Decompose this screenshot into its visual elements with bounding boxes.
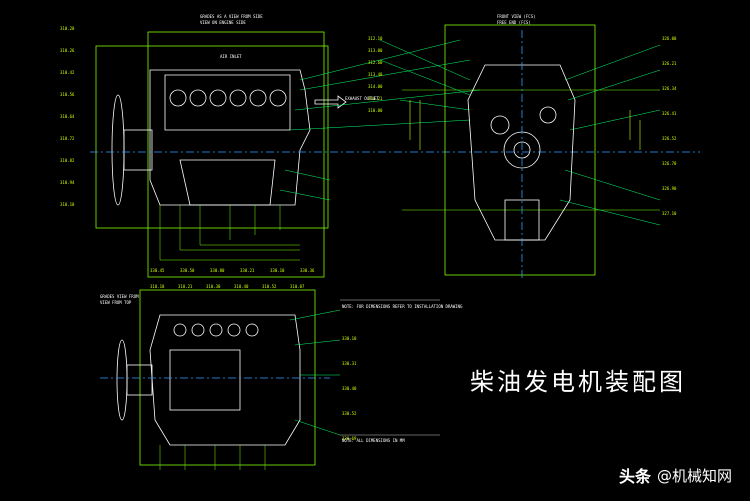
top-view-caption: GRADES VIEW FROM bbox=[100, 294, 139, 299]
top-valve-cover bbox=[169, 349, 241, 411]
top-leader-lines bbox=[289, 309, 341, 436]
top-view bbox=[100, 289, 341, 470]
note-block-2: NOTE: ALL DIMENSIONS IN MM bbox=[342, 438, 405, 443]
cad-labels: 310.20 310.26 310.42 310.56 310.64 310.72 310.… bbox=[60, 14, 677, 443]
dim-label-left: 310.42 bbox=[60, 70, 75, 75]
top-flywheel bbox=[116, 339, 128, 421]
dim-label-right: 326.70 bbox=[662, 161, 677, 166]
front-view-caption: FRONT VIEW (FCS) bbox=[497, 14, 536, 19]
dim-label-left: 310.26 bbox=[60, 48, 75, 53]
front-dimension-frame bbox=[444, 24, 596, 276]
watermark: 头条 @机械知网 bbox=[619, 463, 732, 487]
dim-label-topview: 310.40 bbox=[234, 284, 249, 289]
dim-label-right: 326.34 bbox=[662, 86, 677, 91]
exhaust-outlet-label: EXHAUST OUTLET bbox=[345, 96, 379, 101]
dim-label-mid: 310.00 bbox=[368, 108, 383, 113]
notes-area bbox=[340, 299, 440, 436]
dim-label-topview-right: 330.10 bbox=[342, 336, 357, 341]
dim-label-bottom: 330.36 bbox=[300, 268, 315, 273]
front-alternator bbox=[490, 115, 510, 135]
dim-label-right: 327.10 bbox=[662, 211, 677, 216]
dim-label-topview-right: 330.52 bbox=[342, 411, 357, 416]
dim-label-bottom: 330.10 bbox=[270, 268, 285, 273]
dim-label-topview-right: 330.31 bbox=[342, 361, 357, 366]
front-fan-hub bbox=[539, 106, 557, 124]
dim-label-right: 326.90 bbox=[662, 186, 677, 191]
front-view bbox=[379, 24, 661, 280]
drawing-title: 柴油发电机装配图 bbox=[470, 368, 686, 396]
dim-label-left: 310.20 bbox=[60, 26, 75, 31]
top-cylinders bbox=[173, 323, 259, 337]
watermark-handle: @机械知网 bbox=[656, 466, 732, 485]
top-view-subcaption: VIEW FROM TOP bbox=[100, 300, 132, 305]
note-block-1: NOTE: FOR DIMENSIONS REFER TO INSTALLATI… bbox=[342, 304, 463, 309]
dim-label-left: 310.82 bbox=[60, 158, 75, 163]
dim-label-mid: 312.60 bbox=[368, 60, 383, 65]
dim-label-left: 310.56 bbox=[60, 92, 75, 97]
dim-label-topview-right: 330.69 bbox=[342, 436, 357, 441]
front-view-subcaption: FREE END (FCS) bbox=[497, 20, 531, 25]
dim-label-mid: 312.10 bbox=[368, 36, 383, 41]
side-flywheel bbox=[111, 94, 125, 206]
side-dimension-ladder bbox=[159, 205, 300, 261]
dim-label-bottom: 330.21 bbox=[240, 268, 255, 273]
watermark-brand: 头条 bbox=[618, 467, 651, 486]
dim-label-bottom: 330.50 bbox=[180, 268, 195, 273]
front-engine-outline bbox=[467, 64, 576, 241]
dim-label-mid: 313.00 bbox=[368, 48, 383, 53]
dim-label-right: 326.52 bbox=[662, 136, 677, 141]
front-leader-lines bbox=[379, 39, 661, 226]
side-view-caption: GRADES AS A VIEW FROM SIDE bbox=[200, 14, 263, 19]
side-engine-block bbox=[149, 69, 311, 206]
dim-label-topview-right: 330.40 bbox=[342, 386, 357, 391]
dim-label-right: 326.00 bbox=[662, 36, 677, 41]
side-dimension-frame-inner bbox=[95, 45, 329, 229]
dim-label-right: 326.41 bbox=[662, 111, 677, 116]
dim-label-topview: 318.21 bbox=[178, 284, 193, 289]
side-view-subcaption: VIEW ON ENGINE SIDE bbox=[200, 20, 246, 25]
dim-label-bottom: 330.80 bbox=[210, 268, 225, 273]
dim-label-bottom: 330.45 bbox=[150, 268, 165, 273]
side-oil-pan bbox=[179, 159, 276, 206]
side-view bbox=[90, 31, 700, 278]
dim-label-left: 310.72 bbox=[60, 136, 75, 141]
front-dimension-ticks bbox=[409, 100, 641, 150]
air-inlet-label: AIR INLET bbox=[220, 54, 242, 59]
side-leader-lines bbox=[279, 39, 481, 201]
top-engine-outline bbox=[149, 314, 301, 446]
side-dimension-frame bbox=[147, 31, 325, 278]
dim-label-mid: 310.21 bbox=[368, 96, 383, 101]
dim-label-topview: 318.18 bbox=[150, 284, 165, 289]
dim-label-topview: 310.30 bbox=[206, 284, 221, 289]
dim-label-left: 310.64 bbox=[60, 114, 75, 119]
dim-label-mid: 314.00 bbox=[368, 84, 383, 89]
dim-label-topview: 310.52 bbox=[262, 284, 277, 289]
dim-label-mid: 313.40 bbox=[368, 72, 383, 77]
side-cylinders bbox=[169, 89, 287, 107]
side-pulley bbox=[123, 129, 153, 171]
dim-label-right: 326.21 bbox=[662, 61, 677, 66]
top-dimension-ladder bbox=[159, 445, 266, 470]
dim-label-topview: 310.07 bbox=[290, 284, 305, 289]
top-dimension-frame bbox=[139, 289, 316, 466]
top-pulley bbox=[126, 364, 153, 396]
dim-label-left: 310.94 bbox=[60, 180, 75, 185]
dim-label-left: 310.10 bbox=[60, 202, 75, 207]
